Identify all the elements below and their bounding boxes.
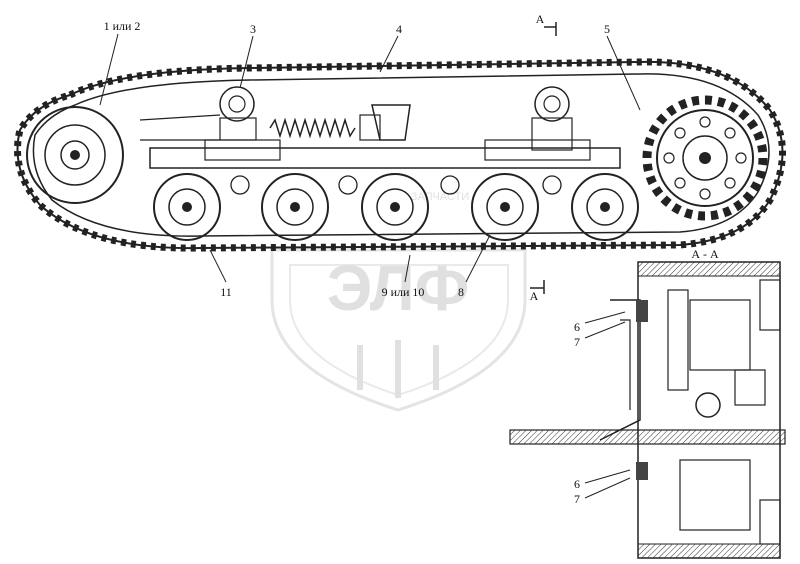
road-wheel [361, 173, 429, 241]
section-view [509, 261, 786, 559]
section-marker-bottom: А [530, 289, 539, 303]
wheat-emblem [357, 340, 439, 398]
section-markers [530, 22, 557, 294]
section-title: А - А [691, 247, 719, 261]
sprocket [642, 95, 768, 221]
watermark-shield: ЭЛФ ЗАПЧАСТИ [270, 191, 527, 412]
callout-8: 8 [458, 285, 464, 299]
road-wheel [153, 173, 221, 241]
balancer-hubs [230, 175, 562, 195]
watermark-tagline: ЗАПЧАСТИ [411, 191, 469, 203]
callout-3: 3 [250, 22, 256, 36]
tension-spring [139, 104, 411, 141]
support-roller-left [219, 86, 257, 141]
idler-wheel [26, 106, 124, 204]
callout-1-or-2: 1 или 2 [104, 19, 141, 33]
section-marker-top: А [536, 12, 545, 26]
callout-7-bottom: 7 [574, 492, 580, 506]
callout-11: 11 [220, 285, 232, 299]
road-wheels [153, 173, 639, 241]
road-wheel [261, 173, 329, 241]
track-belt [14, 58, 786, 252]
road-wheel [571, 173, 639, 241]
leader-lines [99, 33, 641, 499]
support-roller-right [531, 86, 573, 151]
callout-6-bottom: 6 [574, 477, 580, 491]
bogie-frame [149, 139, 621, 169]
callout-7-top: 7 [574, 335, 580, 349]
callout-5: 5 [604, 22, 610, 36]
callout-9-or-10: 9 или 10 [382, 285, 425, 299]
callout-4: 4 [396, 22, 402, 36]
watermark-logo: ЭЛФ [327, 252, 470, 324]
road-wheel [471, 173, 539, 241]
callout-6-top: 6 [574, 320, 580, 334]
